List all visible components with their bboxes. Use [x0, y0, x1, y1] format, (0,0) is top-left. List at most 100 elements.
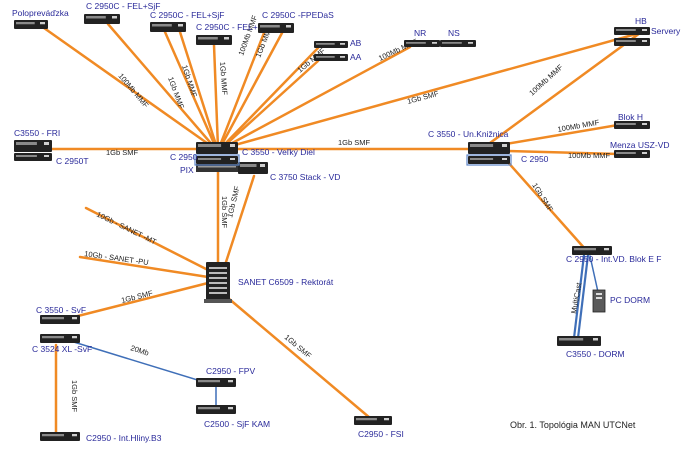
link-fpv — [63, 338, 205, 383]
switch-icon — [468, 142, 510, 154]
device-label: PC DORM — [610, 295, 650, 305]
device-label: C3550 - DORM — [566, 349, 625, 359]
device-label: C 2950T — [56, 156, 89, 166]
device-c3550dorm[interactable]: C3550 - DORM — [557, 336, 625, 359]
device-menza[interactable]: Menza USZ-VD — [610, 140, 670, 158]
link-fpedas — [217, 31, 266, 150]
device-c2950fpv[interactable]: C2950 - FPV — [196, 366, 255, 387]
link-menza — [504, 149, 620, 156]
device-label: C 3524 XL -SvF — [32, 344, 92, 354]
link-label: 100Mb MMF — [568, 151, 611, 160]
link-svf — [68, 281, 210, 320]
device-polo[interactable]: Polopreváďzka — [12, 8, 69, 29]
device-c3550vd[interactable]: C 3550 - Veľký Diel — [196, 142, 315, 157]
device-c3524[interactable]: C 3524 XL -SvF — [32, 334, 92, 354]
switch-icon — [196, 405, 236, 414]
device-c2950t[interactable]: C 2950T — [14, 153, 89, 166]
device-label: C 2950 - Int.VD. Blok E F — [566, 254, 661, 264]
device-c3550svf[interactable]: C 3550 - SvF — [36, 305, 86, 324]
device-fel2[interactable]: C 2950C - FEL+SjF — [150, 10, 224, 32]
switch-icon — [314, 54, 348, 61]
device-c3550unk[interactable]: C 3550 - Un.Knižnica — [428, 129, 510, 154]
link-label: 1Gb SMF — [338, 138, 371, 147]
device-blokh[interactable]: Blok H — [614, 112, 650, 129]
device-pcdorm[interactable]: PC DORM — [592, 289, 650, 313]
device-sanet[interactable]: SANET C6509 - Rektorát — [204, 262, 334, 303]
device-c2950fsi[interactable]: C2950 - FSI — [354, 416, 404, 439]
switch-icon — [84, 14, 120, 24]
device-label: C 3550 - Un.Knižnica — [428, 129, 509, 139]
device-c3550fri[interactable]: C3550 - FRI — [14, 128, 60, 152]
switch-icon — [314, 41, 348, 48]
switch-icon — [40, 315, 80, 324]
link-3750-sanet — [224, 174, 256, 264]
device-label: C2500 - SjF KAM — [204, 419, 270, 429]
stack-highlight — [466, 154, 512, 166]
device-fel3[interactable]: C 2950C - FEL+SjF — [196, 22, 270, 45]
switch-icon — [14, 140, 52, 152]
device-hb[interactable]: HB — [614, 16, 650, 35]
device-label: Polopreváďzka — [12, 8, 69, 18]
device-nr[interactable]: NR — [404, 28, 440, 47]
links-layer — [28, 22, 642, 436]
device-label: HB — [635, 16, 647, 26]
switch-icon — [196, 35, 232, 45]
link-dorm-second-line — [576, 254, 590, 339]
switch-icon — [238, 162, 268, 174]
switch-icon — [557, 336, 601, 346]
link-dorm — [572, 253, 586, 340]
device-c2950vd[interactable]: C 2950 — [170, 152, 238, 164]
device-pix[interactable]: PIX — [180, 164, 238, 175]
switch-icon — [14, 153, 52, 161]
link-label: 1Gb SMF — [120, 288, 154, 305]
device-c2950hl[interactable]: C2950 - Int.Hliny.B3 — [40, 432, 162, 443]
device-c2950unk[interactable]: C 2950 — [468, 154, 549, 164]
link-label: 1Gb SMF — [530, 181, 555, 213]
device-label: PIX — [180, 165, 194, 175]
device-label: NS — [448, 28, 460, 38]
switch-icon — [572, 246, 612, 255]
device-label: C 2950C -FPEDaS — [262, 10, 334, 20]
device-label: C 2950 — [521, 154, 549, 164]
link-ab — [219, 46, 320, 150]
device-c3750[interactable]: C 3750 Stack - VD — [238, 162, 340, 182]
link-nr — [221, 45, 412, 150]
switch-icon — [614, 38, 650, 46]
switch-icon — [196, 378, 236, 387]
link-fsi — [226, 296, 372, 420]
device-ab[interactable]: AB — [314, 38, 362, 48]
device-label: Blok H — [618, 112, 643, 122]
device-servery[interactable]: Servery — [614, 26, 681, 46]
device-aa[interactable]: AA — [314, 52, 362, 62]
switch-icon — [404, 40, 440, 47]
device-label: C 2950 — [170, 152, 198, 162]
link-fel2b — [178, 30, 219, 150]
switch-icon — [196, 156, 238, 164]
switch-icon — [614, 121, 650, 129]
switch-icon — [614, 150, 650, 158]
link-label: 10Gb - SANET -MT — [95, 210, 158, 247]
device-label: C 2950C - FEL+SjF — [150, 10, 224, 20]
device-label: AB — [350, 38, 362, 48]
device-fel1[interactable]: C 2950C - FEL+SjF — [84, 1, 160, 24]
device-label: C 3550 - Veľký Diel — [242, 147, 315, 157]
router-chassis-icon — [204, 262, 232, 303]
device-ns[interactable]: NS — [440, 28, 476, 47]
device-c2950blokef[interactable]: C 2950 - Int.VD. Blok E F — [566, 246, 661, 264]
device-c2500[interactable]: C2500 - SjF KAM — [196, 405, 270, 429]
switch-icon — [150, 22, 186, 32]
stack-highlight — [194, 154, 240, 166]
link-blokef — [504, 158, 588, 252]
link-label: 10Gb - SANET -PU — [84, 249, 150, 267]
link-fel3 — [212, 43, 220, 150]
link-label: 1Gb SMF — [220, 196, 229, 229]
device-label: C 2950C - FEL+SjF — [86, 1, 160, 11]
switch-icon — [440, 40, 476, 47]
pc-tower-icon — [592, 289, 606, 313]
link-pcdorm — [589, 255, 599, 293]
link-fpedas2 — [218, 31, 284, 150]
device-fpedas[interactable]: C 2950C -FPEDaS — [258, 10, 334, 33]
switch-icon — [354, 416, 392, 425]
